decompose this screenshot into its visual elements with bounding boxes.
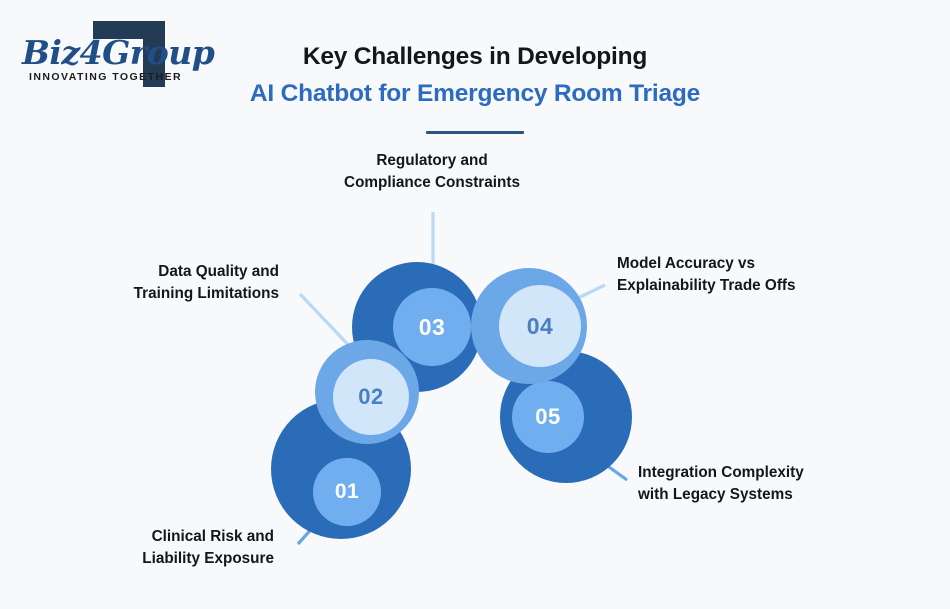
company-logo: Biz4Group INNOVATING TOGETHER (16, 18, 215, 96)
label-node-03: Regulatory and Compliance Constraints (312, 150, 552, 194)
logo-mark-icon (93, 21, 165, 87)
label-node-02-line-1: Data Quality and (158, 263, 279, 280)
logo-tagline: INNOVATING TOGETHER (29, 71, 182, 83)
node-03-number: 03 (393, 288, 471, 366)
node-02-number: 02 (333, 359, 409, 435)
label-node-04: Model Accuracy vs Explainability Trade O… (617, 253, 877, 297)
label-node-03-line-1: Regulatory and (376, 152, 488, 169)
title-divider (426, 131, 524, 134)
label-node-02: Data Quality and Training Limitations (55, 261, 279, 305)
label-node-02-line-2: Training Limitations (133, 285, 279, 302)
node-05-number: 05 (512, 381, 584, 453)
page-title-line-1: Key Challenges in Developing (302, 43, 648, 70)
label-node-01-line-2: Liability Exposure (142, 550, 274, 567)
label-node-05: Integration Complexity with Legacy Syste… (638, 462, 898, 506)
label-node-05-line-1: Integration Complexity (638, 464, 804, 481)
node-04-number: 04 (499, 285, 581, 367)
label-node-05-line-2: with Legacy Systems (638, 486, 793, 503)
node-01-number: 01 (313, 458, 381, 526)
page-title: Key Challenges in Developing AI Chatbot … (225, 40, 725, 134)
label-node-01: Clinical Risk and Liability Exposure (52, 526, 274, 570)
label-node-03-line-2: Compliance Constraints (344, 174, 520, 191)
label-node-04-line-2: Explainability Trade Offs (617, 277, 796, 294)
label-node-04-line-1: Model Accuracy vs (617, 255, 756, 272)
label-node-01-line-1: Clinical Risk and (151, 528, 274, 545)
page-title-line-2: AI Chatbot for Emergency Room Triage (249, 80, 701, 107)
